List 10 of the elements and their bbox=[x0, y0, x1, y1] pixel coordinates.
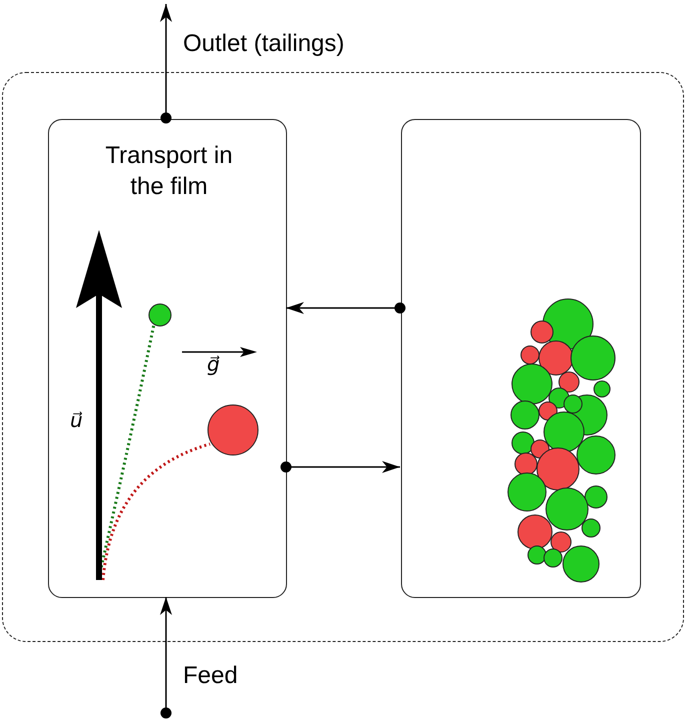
arrow bbox=[160, 597, 172, 718]
box-title: Transport in the film bbox=[104, 141, 234, 202]
arrow bbox=[286, 302, 406, 314]
vector-label: g⃗ bbox=[207, 352, 220, 376]
dashed-boundary-box bbox=[2, 72, 684, 642]
process-box bbox=[48, 119, 287, 598]
vector-label: u⃗ bbox=[70, 408, 83, 432]
arrow bbox=[280, 461, 400, 473]
arrow bbox=[160, 4, 172, 124]
process-box bbox=[401, 119, 641, 598]
